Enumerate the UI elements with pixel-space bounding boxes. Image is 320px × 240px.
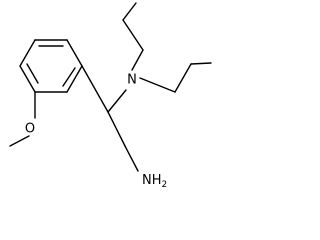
ring-double-bond-left — [26, 63, 39, 84]
molecule-diagram: O NH2 N — [9, 2, 212, 190]
ring-to-ch-bond — [81, 65, 109, 113]
molecule-structure: O NH2 N — [9, 2, 212, 190]
amine-atom-label: NH2 — [142, 173, 167, 190]
ring-bond-lower-left — [19, 65, 36, 93]
upper-propyl-bond-3 — [122, 2, 137, 21]
ch-to-nitrogen-bond — [107, 89, 127, 113]
right-propyl-bond-3 — [190, 62, 212, 65]
ch-to-ch2-bond — [107, 111, 126, 147]
upper-propyl-bond-1 — [131, 49, 144, 71]
upper-propyl-bond-2 — [122, 19, 144, 51]
oxygen-atom-label: O — [25, 122, 35, 137]
benzene-ring — [19, 39, 83, 93]
ring-bond-upper-right — [66, 39, 83, 67]
methoxy-group: O — [9, 91, 36, 147]
right-propyl-bond-1 — [139, 77, 176, 93]
ring-bond-upper-left — [19, 39, 36, 67]
ch2-to-amine-bond — [124, 145, 139, 172]
oxygen-to-methyl-bond — [9, 135, 30, 147]
dipropylamine-group: N — [122, 2, 212, 93]
ring-bond-lower-right — [66, 65, 83, 93]
right-propyl-bond-2 — [174, 63, 192, 93]
central-chain: NH2 — [81, 65, 167, 190]
ring-double-bond-right — [62, 67, 76, 87]
nitrogen-atom-label: N — [127, 73, 137, 88]
